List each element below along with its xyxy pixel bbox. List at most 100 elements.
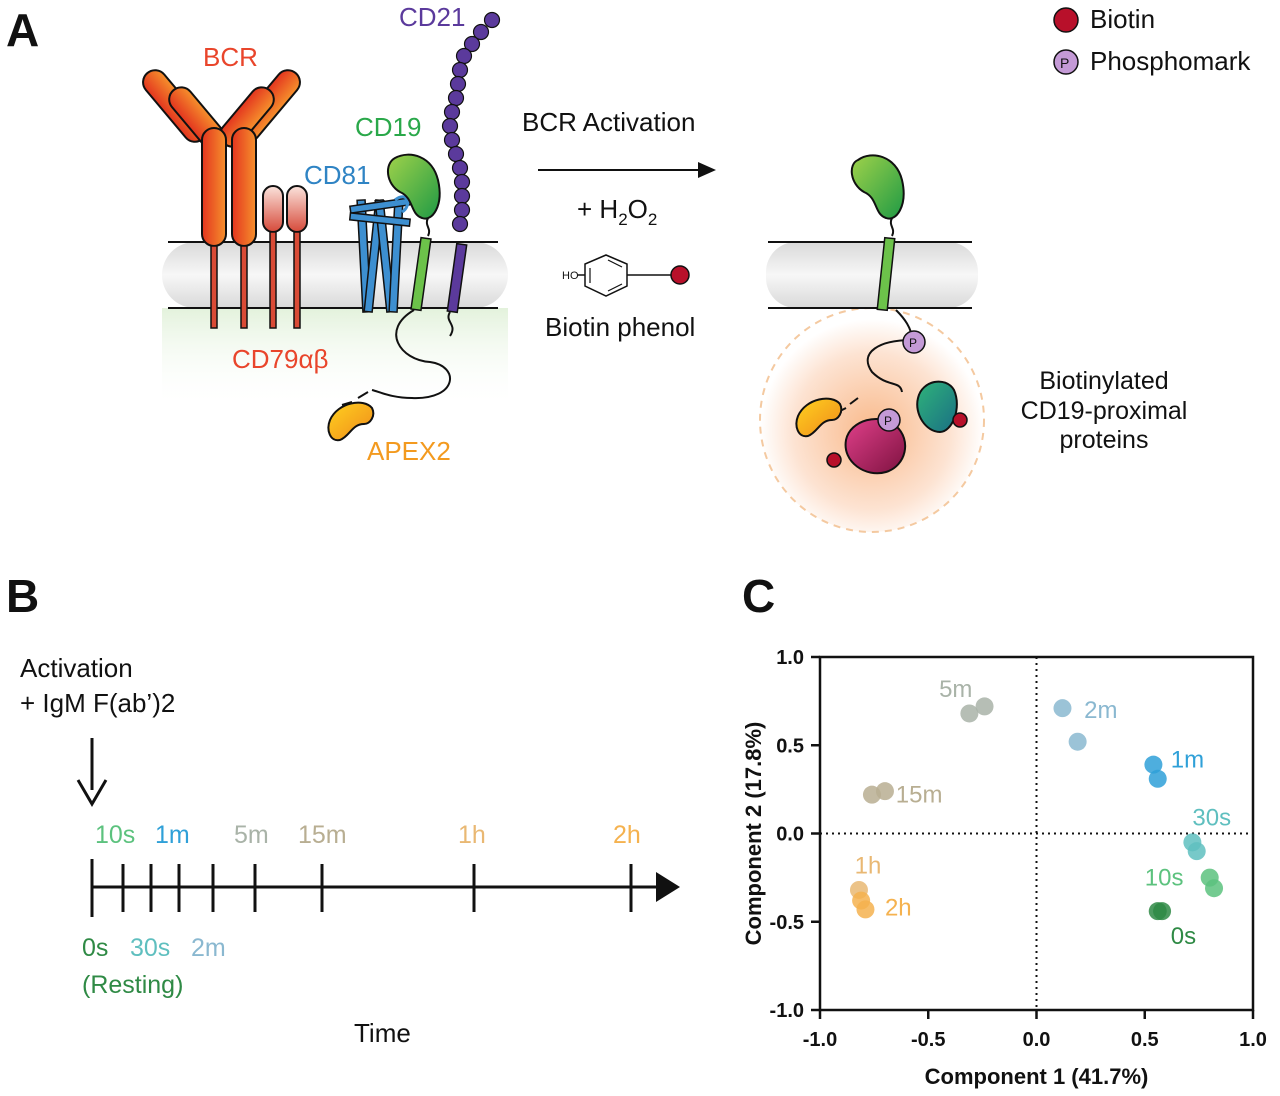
data-point-30s — [1187, 842, 1206, 861]
cd21-bead — [453, 201, 471, 219]
cd21-bead — [483, 11, 501, 29]
data-point-2m — [1068, 732, 1087, 751]
data-point-10s — [1205, 879, 1224, 898]
apex2-enzyme-active — [795, 397, 843, 438]
cd21-bead — [441, 117, 459, 135]
cd21-label: CD21 — [399, 2, 465, 32]
phosphomark-p: P — [909, 336, 917, 350]
phosphomark — [902, 330, 926, 354]
resting-label: (Resting) — [82, 971, 183, 999]
series-label-1m: 1m — [1171, 746, 1204, 773]
panel-a: A — [6, 2, 1251, 533]
bcr-tails — [210, 245, 248, 329]
activation-label: Activation — [20, 653, 133, 683]
data-point-0s — [1153, 902, 1172, 921]
data-point-1m — [1144, 755, 1163, 774]
phosphomark — [877, 408, 901, 432]
series-label-2m: 2m — [1084, 697, 1117, 724]
data-point-1m — [1148, 769, 1167, 788]
apex2-label: APEX2 — [367, 436, 451, 466]
panel-b-label: B — [6, 570, 39, 622]
hydroxyl-label: HO — [562, 270, 579, 282]
cd81-label: CD81 — [304, 160, 370, 190]
timeline-ticks — [90, 859, 633, 917]
tick-label-0s: 0s — [82, 934, 108, 962]
cd79-heterodimer — [262, 185, 308, 329]
timeline-arrowhead — [656, 872, 680, 902]
series-label-2h: 2h — [885, 895, 912, 922]
activation-arrow-head — [698, 162, 716, 178]
y-tick-label: -1.0 — [770, 1000, 804, 1022]
cd19-coreceptor — [341, 153, 451, 406]
biotin-tag — [952, 412, 968, 428]
cd21-bead — [453, 187, 471, 205]
proximal-protein-magenta — [844, 417, 906, 475]
cd21-bead — [443, 103, 461, 121]
tick-label-2m: 2m — [191, 934, 226, 962]
x-tick-label: 0.5 — [1131, 1029, 1159, 1051]
tick-label-2h: 2h — [613, 821, 641, 849]
legend-phospho-p: P — [1060, 55, 1069, 71]
tick-label-15m: 15m — [298, 821, 347, 849]
time-axis-label: Time — [354, 1018, 411, 1048]
cd21-bead — [455, 47, 473, 65]
cd21-bead — [451, 215, 469, 233]
stimulus-arrow-head — [76, 779, 108, 807]
series-label-0s: 0s — [1171, 923, 1196, 950]
y-axis-label: Component 2 (17.8%) — [741, 722, 766, 946]
cd21-bead — [472, 23, 490, 41]
series-label-30s: 30s — [1192, 805, 1231, 832]
x-tick-label: 1.0 — [1239, 1029, 1267, 1051]
x-tick-label: 0.0 — [1023, 1029, 1051, 1051]
data-point-15m — [875, 782, 894, 801]
series-label-5m: 5m — [939, 676, 972, 703]
cd21-bead — [453, 173, 471, 191]
panel-b: B Activation + IgM F(ab’)2 10s 1m 5m 15m… — [6, 570, 680, 1048]
series-label-15m: 15m — [896, 782, 943, 809]
data-point-2m — [1053, 699, 1072, 718]
bcr-label: BCR — [203, 42, 258, 72]
cd21-chain — [441, 11, 501, 233]
cd21-bead — [443, 131, 461, 149]
cd81-tetraspanin — [348, 195, 412, 313]
panel-c-label: C — [742, 570, 775, 622]
y-tick-label: 0.0 — [776, 824, 804, 846]
h2o2-label: + H2O2 — [577, 194, 657, 229]
cd79-label: CD79αβ — [232, 344, 328, 374]
svg-text:proteins: proteins — [1060, 426, 1149, 454]
x-tick-label: -0.5 — [911, 1029, 945, 1051]
biotin-tag — [826, 452, 842, 468]
tick-label-1h: 1h — [458, 821, 486, 849]
result-label: Biotinylated CD19-proximal proteins — [1021, 367, 1188, 454]
series-label-10s: 10s — [1145, 865, 1184, 892]
x-axis-label: Component 1 (41.7%) — [925, 1064, 1149, 1089]
cd21-bead — [447, 89, 465, 107]
cd19-activated — [837, 154, 914, 413]
bcr-receptor — [142, 69, 301, 247]
legend-biotin-swatch — [1053, 7, 1079, 33]
svg-text:CD19-proximal: CD19-proximal — [1021, 397, 1188, 425]
legend-phospho-label: Phosphomark — [1090, 46, 1251, 76]
tick-label-5m: 5m — [234, 821, 269, 849]
data-point-5m — [960, 704, 979, 723]
svg-text:Biotinylated: Biotinylated — [1039, 367, 1168, 395]
cd21-bead — [463, 35, 481, 53]
legend: Biotin P Phosphomark — [1053, 4, 1251, 76]
cd21-bead — [451, 61, 469, 79]
igm-label: + IgM F(ab’)2 — [20, 688, 175, 718]
cd21-bead — [447, 145, 465, 163]
biotin-phenol-label: Biotin phenol — [545, 312, 695, 342]
membrane-right — [766, 241, 978, 309]
tick-label-10s: 10s — [95, 821, 135, 849]
x-tick-label: -1.0 — [803, 1029, 837, 1051]
phosphomark-p: P — [884, 414, 892, 428]
y-tick-label: 0.5 — [776, 735, 804, 757]
y-tick-label: 1.0 — [776, 647, 804, 669]
tick-label-30s: 30s — [130, 934, 170, 962]
cd21-bead — [451, 159, 469, 177]
cd21-bead — [449, 75, 467, 93]
cd21-tail — [447, 311, 454, 337]
data-point-5m — [975, 697, 994, 716]
